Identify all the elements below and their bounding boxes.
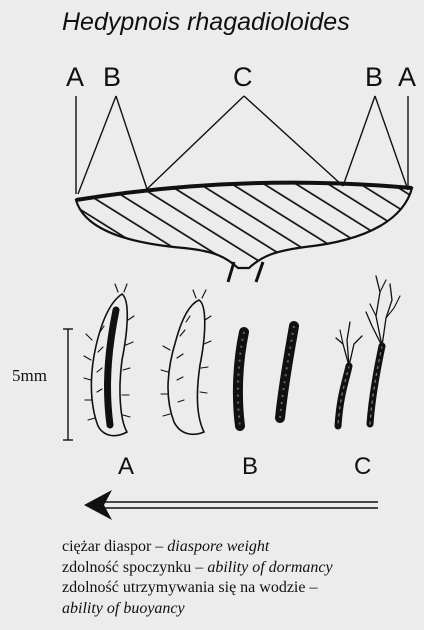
legend-line-dormancy: zdolność spoczynku – ability of dormancy	[62, 558, 333, 579]
achene-c-right	[366, 276, 400, 424]
achene-a-inner	[161, 290, 211, 434]
legend-line-buoyancy-en: ability of buoyancy	[62, 599, 333, 620]
scale-label: 5mm	[12, 366, 47, 386]
achene-a-outer	[84, 284, 134, 436]
scale-bar	[63, 329, 73, 440]
legend-line-buoyancy-pl: zdolność utrzymywania się na wodzie –	[62, 578, 333, 599]
achene-label-b: B	[242, 455, 258, 479]
achene-c-left	[336, 322, 362, 426]
legend: ciężar diaspor – diaspore weight zdolnoś…	[62, 537, 333, 619]
achene-label-c: C	[354, 455, 371, 479]
capitulum-receptacle	[76, 183, 412, 282]
achene-label-a: A	[118, 455, 134, 479]
legend-line-weight: ciężar diaspor – diaspore weight	[62, 537, 333, 558]
achene-b-right	[280, 326, 294, 418]
gradient-arrow	[84, 490, 378, 520]
zone-pointer-lines	[76, 96, 408, 194]
achene-b-left	[238, 332, 244, 426]
